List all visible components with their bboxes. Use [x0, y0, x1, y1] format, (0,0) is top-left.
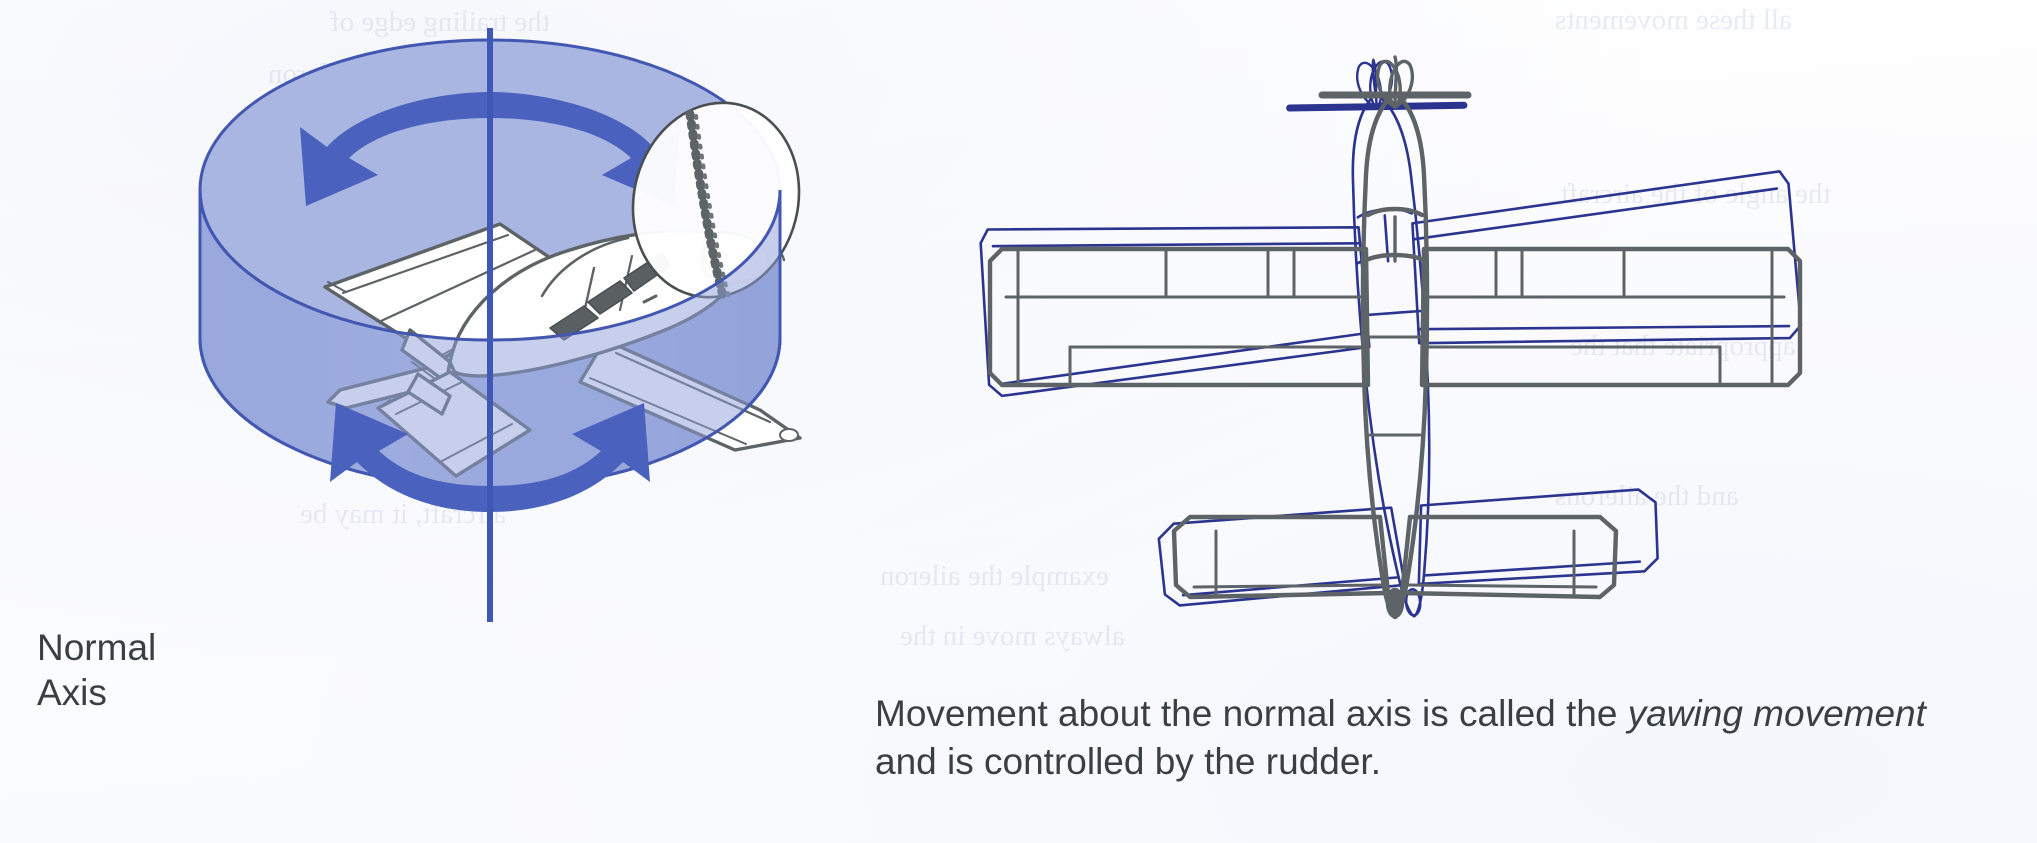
yawed-wing-left — [979, 226, 1371, 398]
wing-left-panel-line — [341, 233, 510, 295]
grey-prop-blade-1 — [1376, 59, 1402, 109]
yawed-wing-right-le — [1412, 187, 1779, 241]
grey-prop-blade-2 — [1388, 59, 1414, 109]
yawed-propeller — [1286, 58, 1468, 112]
normal-axis-label: Normal Axis — [37, 627, 157, 714]
wing-left-aileron-line — [379, 248, 537, 323]
cylinder-diagram-svg — [198, 28, 802, 622]
yawed-wing-right-te — [1416, 324, 1791, 331]
propeller-blade-blur — [685, 109, 729, 305]
grey-tail-cone — [1385, 587, 1405, 619]
lower-rotation-arrow — [330, 403, 650, 512]
yaw-caption-part1: Movement about the normal axis is called… — [875, 693, 1628, 734]
grey-wing-left — [987, 246, 1371, 388]
bleed-text: all these movements — [1555, 4, 1792, 36]
yawed-wing-root-line — [1361, 309, 1423, 317]
cabin-rear-window-line — [618, 254, 634, 312]
fuselage-marking — [642, 294, 658, 304]
yaw-plan-view-svg — [979, 55, 1803, 620]
yawed-wing-right — [1411, 170, 1803, 345]
normal-axis-cylinder-diagram — [150, 10, 830, 650]
yawed-prop-bar — [1286, 101, 1468, 112]
grey-prop-blade-3 — [1393, 55, 1399, 107]
cabin-top-line — [540, 236, 630, 298]
yaw-caption-part2: and is controlled by the rudder. — [875, 741, 1381, 783]
arrow-top-double-headed — [300, 92, 680, 206]
yaw-caption: Movement about the normal axis is called… — [875, 690, 1995, 786]
yawed-tail-cone — [1404, 588, 1422, 617]
yawed-wing-left-te — [999, 331, 1370, 386]
yawed-prop-blade-1 — [1356, 61, 1383, 109]
yaw-plan-view-diagram — [890, 55, 1900, 625]
grey-elevator-right-line — [1406, 583, 1598, 589]
yawed-fuselage — [1351, 92, 1431, 618]
wing-left-tip-line — [327, 281, 347, 293]
grey-fuselage — [1360, 90, 1430, 620]
aircraft-plan-view-grey — [987, 55, 1803, 620]
grey-elevator-left-line — [1192, 583, 1384, 589]
arrow-bottom-double-headed — [330, 403, 650, 512]
wing-right-tip-light — [779, 428, 799, 442]
propeller-blade-blur-2 — [694, 114, 732, 304]
grey-wing-right — [1419, 246, 1803, 388]
upper-rotation-arrow — [300, 92, 680, 206]
cockpit-window-mid — [587, 280, 633, 315]
yawed-wing-left-le — [991, 241, 1362, 248]
grey-propeller — [1318, 55, 1472, 109]
grey-cabin-front-line — [1365, 206, 1425, 218]
yawed-prop-blade-3 — [1371, 58, 1378, 107]
yawed-elevator-right — [1422, 560, 1642, 577]
yaw-caption-emphasis: yawing movement — [1627, 693, 1926, 734]
